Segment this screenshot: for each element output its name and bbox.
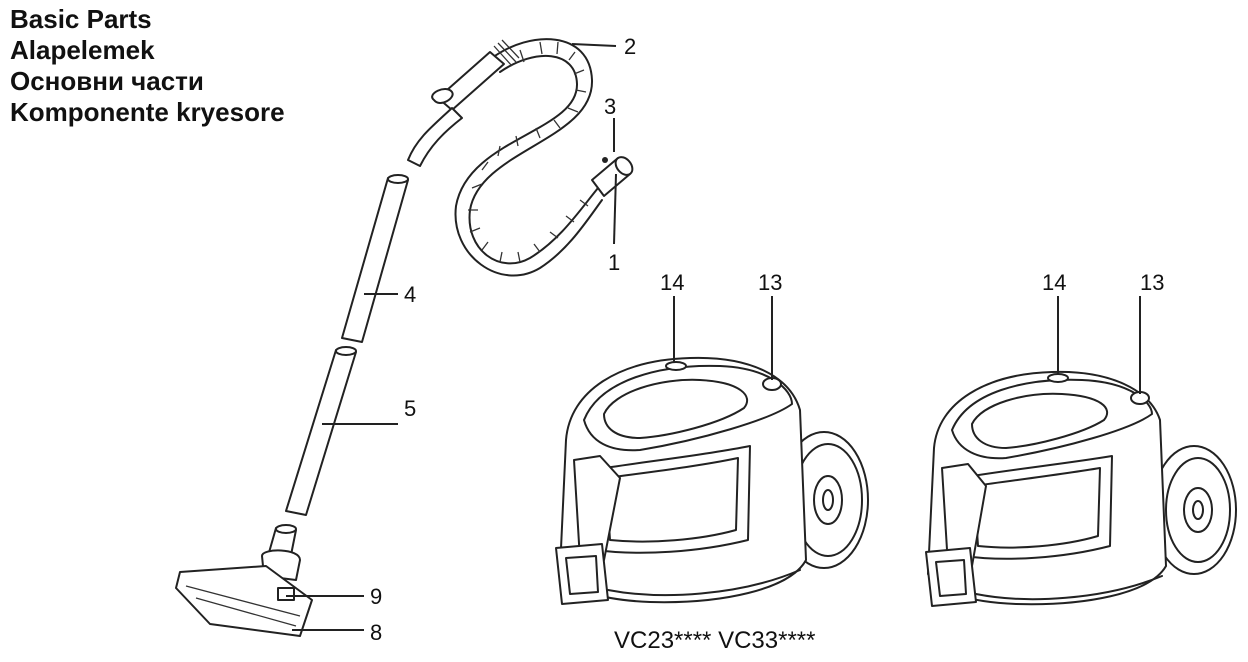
callout-8: 8 [370, 620, 382, 645]
callout-3: 3 [604, 94, 616, 119]
callout-4: 4 [404, 282, 416, 307]
callout-13-body-a: 13 [758, 270, 782, 295]
callout-14-body-a: 14 [660, 270, 684, 295]
callout-1: 1 [608, 250, 620, 275]
floor-nozzle-illustration [175, 524, 313, 637]
title-hungarian: Alapelemek [10, 35, 155, 65]
callout-13-body-b: 13 [1140, 270, 1164, 295]
callout-9: 9 [370, 584, 382, 609]
model-caption: VC23**** VC33**** [614, 627, 815, 654]
title-block: Basic Parts Alapelemek Основни части Kom… [10, 4, 285, 128]
title-albanian: Komponente kryesore [10, 97, 285, 127]
lower-extension-tube [285, 346, 357, 516]
upper-extension-tube [341, 174, 409, 343]
hose-illustration [407, 38, 634, 277]
vacuum-body-a [555, 356, 869, 605]
callout-5: 5 [404, 396, 416, 421]
leader-lines [286, 43, 1141, 631]
callout-2: 2 [624, 34, 636, 59]
vacuum-body-b [925, 370, 1237, 607]
callout-14-body-b: 14 [1042, 270, 1066, 295]
title-english: Basic Parts [10, 4, 152, 34]
title-bulgarian: Основни части [10, 66, 204, 96]
